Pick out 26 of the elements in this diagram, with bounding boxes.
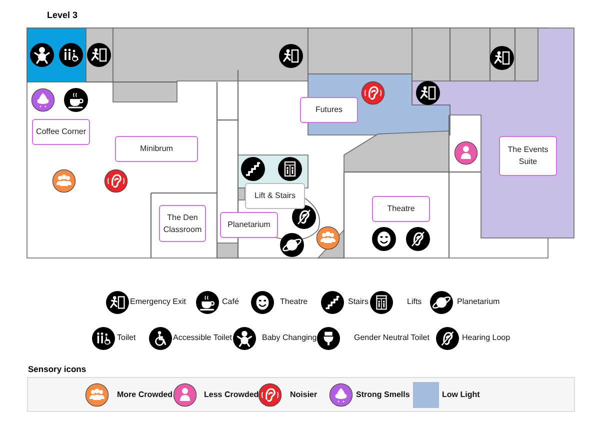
- room-label: Minibrum: [115, 136, 198, 162]
- room-label: The Events Suite: [499, 136, 557, 176]
- legend-label: Less Crowded: [204, 390, 259, 399]
- room-label: The Den Classroom: [159, 205, 206, 242]
- room-label: Futures: [300, 97, 358, 123]
- room-label: Lift & Stairs: [245, 183, 305, 209]
- legend-label: Gender Neutral Toilet: [354, 333, 430, 342]
- room-label: Coffee Corner: [32, 119, 90, 145]
- legend-label: Toilet: [117, 333, 136, 342]
- legend-label: Stairs: [348, 297, 368, 306]
- legend-label: Emergency Exit: [130, 297, 186, 306]
- legend-label: Café: [222, 297, 239, 306]
- legend-label: Accessible Toilet: [173, 333, 232, 342]
- legend-label: Lifts: [407, 297, 422, 306]
- legend-label: Baby Changing: [262, 333, 317, 342]
- room-label: Theatre: [372, 196, 430, 222]
- floor-title: Level 3: [47, 10, 78, 20]
- legend-label: Low Light: [442, 390, 480, 399]
- legend-label: More Crowded: [117, 390, 173, 399]
- room-label: Planetarium: [220, 212, 278, 238]
- legend-label: Strong Smells: [356, 390, 410, 399]
- legend-label: Planetarium: [457, 297, 500, 306]
- legend-label: Noisier: [290, 390, 318, 399]
- legend-label: Hearing Loop: [462, 333, 510, 342]
- legend-label: Theatre: [280, 297, 308, 306]
- section-heading: Sensory icons: [28, 364, 86, 374]
